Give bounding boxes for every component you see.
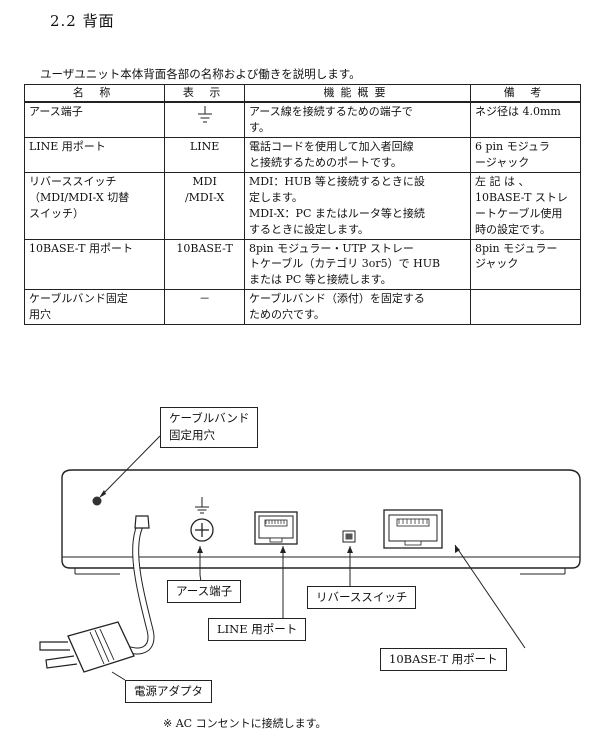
cell-line: ートケーブル使用	[474, 206, 563, 220]
intro-text: ユーザユニット本体背面各部の名称および働きを説明します。	[40, 67, 361, 81]
cell-line: す。	[248, 120, 270, 134]
cell-line: 左 記 は 、	[474, 174, 530, 188]
cell-remarks: ネジ径は 4.0mm	[469, 101, 582, 138]
cell-display: 10BASE-T	[164, 238, 245, 291]
cell-remarks: 6 pin モジュラ ージャック	[469, 136, 582, 173]
cell-line: 6 pin モジュラ	[474, 139, 550, 153]
cell-name: LINE 用ポート	[23, 136, 166, 173]
callout-cable-band-hole: ケーブルバンド 固定用穴	[160, 407, 259, 448]
cell-line: MDI：HUB 等と接続するときに設	[248, 174, 425, 188]
cell-display: －	[164, 289, 245, 326]
line-port-icon	[254, 511, 298, 545]
cell-line: （MDI/MDI-X 切替	[29, 190, 130, 204]
table-row: ケーブルバンド固定 用穴 － ケーブルバンド（添付）を固定する ための穴です。	[23, 289, 582, 326]
cell-line: MDI-X：PC またはルータ等と接続	[248, 206, 425, 220]
table-row: リバーススイッチ （MDI/MDI-X 切替 スイッチ） MDI /MDI-X …	[23, 171, 582, 240]
cell-line: 10BASE-T ストレ	[474, 190, 568, 204]
cell-line: 時の設定です。	[474, 222, 551, 236]
cell-remarks	[469, 289, 582, 326]
tenbase-port-icon	[383, 509, 443, 549]
header-display: 表 示	[164, 84, 245, 103]
cell-line: －	[199, 292, 211, 306]
cell-line: LINE 用ポート	[29, 139, 106, 153]
cell-line: 用穴	[29, 308, 51, 322]
cell-function: ケーブルバンド（添付）を固定する ための穴です。	[243, 289, 471, 326]
table-row: LINE 用ポート LINE 電話コードを使用して加入者回線 と接続するためのポ…	[23, 136, 582, 173]
callout-reverse-switch: リバーススイッチ	[307, 586, 417, 610]
leader-arrowheads	[99, 490, 460, 553]
cell-line: /MDI-X	[184, 190, 225, 204]
cell-line: するときに設定します。	[248, 222, 369, 236]
section-title: 2.2 背面	[50, 12, 115, 30]
cell-line: ための穴です。	[248, 308, 325, 322]
cell-line: 10BASE-T	[176, 241, 233, 255]
cell-display: MDI /MDI-X	[164, 171, 245, 240]
table-header-row: 名 称 表 示 機能概要 備 考	[23, 84, 582, 103]
earth-terminal-icon	[190, 497, 214, 542]
device-body	[61, 469, 581, 575]
rear-panel-table: 名 称 表 示 機能概要 備 考 アース端子 アース線を接続するための端子で す	[23, 84, 582, 326]
cell-remarks: 8pin モジュラー ジャック	[469, 238, 582, 291]
cell-line: ネジ径は 4.0mm	[474, 105, 561, 118]
callout-line: 固定用穴	[169, 428, 215, 443]
callout-earth-terminal: アース端子	[167, 580, 242, 604]
callout-tenbase-port: 10BASE-T 用ポート	[380, 648, 507, 672]
cell-line: リバーススイッチ	[29, 174, 117, 188]
cell-line: ケーブルバンド（添付）を固定する	[248, 292, 425, 306]
cell-display	[164, 101, 245, 138]
ground-symbol-icon	[197, 106, 212, 123]
ac-outlet-note: ※ AC コンセントに接続します。	[163, 717, 327, 730]
cell-name: アース端子	[23, 101, 166, 138]
cell-line: トケーブル（カテゴリ 3or5）で HUB	[248, 257, 441, 271]
cell-line: LINE	[189, 139, 220, 153]
cell-line: スイッチ）	[29, 206, 84, 220]
rear-panel-diagram	[39, 435, 581, 681]
cell-line: または PC 等と接続します。	[248, 273, 392, 287]
cell-remarks: 左 記 は 、 10BASE-T ストレ ートケーブル使用 時の設定です。	[469, 171, 582, 240]
cell-line: 10BASE-T 用ポート	[29, 241, 133, 255]
cell-line: アース線を接続するための端子で	[248, 105, 413, 118]
callout-power-adapter: 電源アダプタ	[125, 680, 212, 704]
power-plug-icon	[39, 621, 135, 673]
cell-line: 電話コードを使用して加入者回線	[248, 139, 414, 153]
callout-line: ケーブルバンド	[169, 411, 250, 425]
cable-band-hole-icon	[92, 496, 102, 506]
cell-line: 8pin モジュラー・UTP ストレー	[248, 241, 414, 255]
cell-name: ケーブルバンド固定 用穴	[23, 289, 166, 326]
cell-name: リバーススイッチ （MDI/MDI-X 切替 スイッチ）	[23, 171, 166, 240]
cell-line: と接続するためのポートです。	[248, 155, 402, 169]
table-row: アース端子 アース線を接続するための端子で す。 ネジ径は 4.0mm	[23, 101, 582, 138]
cell-line: アース端子	[29, 105, 83, 118]
cell-display: LINE	[164, 136, 245, 173]
leader-lines	[101, 435, 526, 681]
table-row: 10BASE-T 用ポート 10BASE-T 8pin モジュラー・UTP スト…	[23, 238, 582, 291]
cell-function: 8pin モジュラー・UTP ストレー トケーブル（カテゴリ 3or5）で HU…	[243, 238, 471, 291]
header-name: 名 称	[23, 84, 166, 103]
cell-line: MDI	[192, 174, 217, 188]
cell-line: ケーブルバンド固定	[29, 292, 128, 306]
header-remarks: 備 考	[469, 84, 582, 103]
header-function: 機能概要	[243, 84, 471, 103]
cell-line: 8pin モジュラー	[474, 241, 558, 255]
cell-name: 10BASE-T 用ポート	[23, 238, 166, 291]
reverse-switch-icon	[342, 530, 356, 543]
callout-line-port: LINE 用ポート	[208, 618, 307, 642]
cell-line: 定します。	[248, 190, 303, 204]
cell-function: MDI：HUB 等と接続するときに設 定します。 MDI-X：PC またはルータ…	[243, 171, 471, 240]
cell-line: ージャック	[474, 155, 530, 169]
cell-line: ジャック	[474, 257, 519, 271]
cell-function: 電話コードを使用して加入者回線 と接続するためのポートです。	[243, 136, 471, 173]
cell-function: アース線を接続するための端子で す。	[243, 101, 471, 138]
